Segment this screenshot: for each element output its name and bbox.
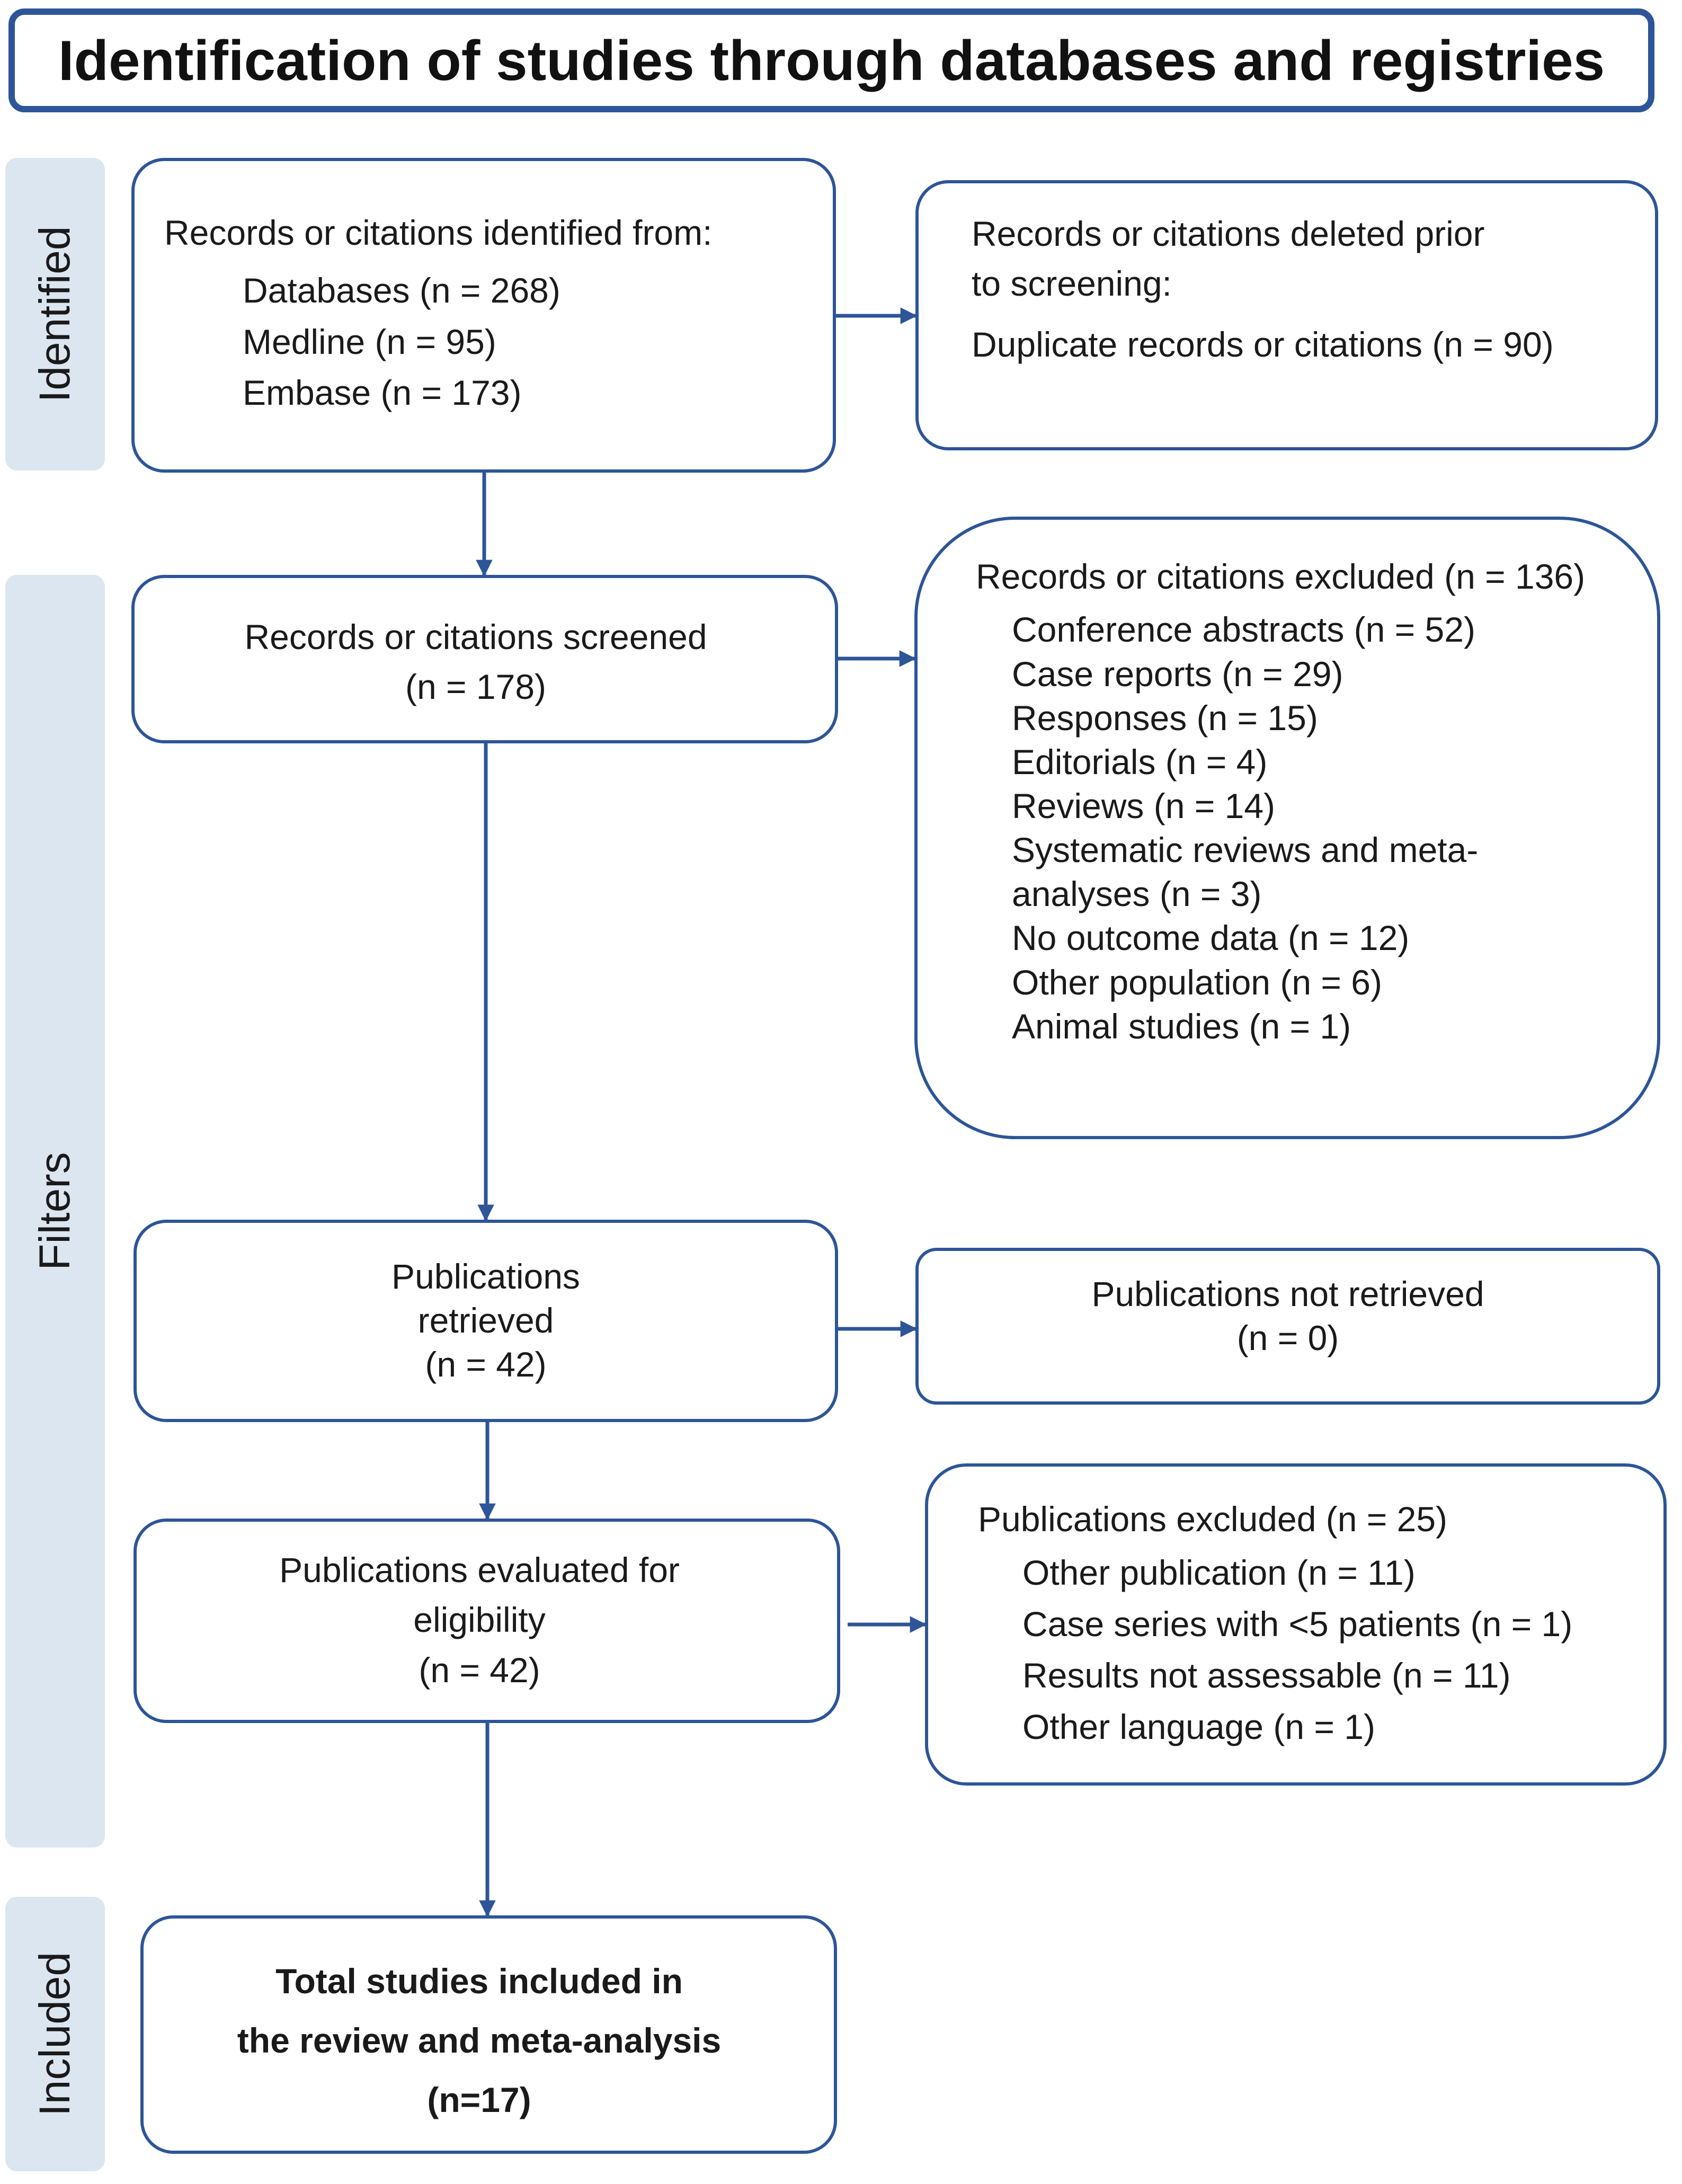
publications-excluded-heading: Publications excluded (n = 25) bbox=[978, 1499, 1448, 1539]
retrieved-line-2: retrieved bbox=[417, 1301, 554, 1340]
excluded-other-population: Other population (n = 6) bbox=[1012, 962, 1382, 1002]
source-medline: Medline (n = 95) bbox=[243, 322, 496, 361]
deleted-prior-line-2: to screening: bbox=[972, 264, 1172, 304]
evaluated-line-1: Publications evaluated for bbox=[279, 1550, 680, 1590]
pub-excluded-case-series: Case series with <5 patients (n = 1) bbox=[1022, 1604, 1573, 1644]
excluded-case-reports: Case reports (n = 29) bbox=[1012, 654, 1343, 694]
pub-excluded-not-assessable: Results not assessable (n = 11) bbox=[1022, 1656, 1511, 1695]
excluded-systematic-reviews-2: analyses (n = 3) bbox=[1012, 874, 1262, 914]
excluded-systematic-reviews-1: Systematic reviews and meta- bbox=[1012, 830, 1479, 870]
evaluated-box: Publications evaluated for eligibility (… bbox=[134, 1519, 840, 1723]
excluded-editorials: Editorials (n = 4) bbox=[1012, 742, 1268, 782]
excluded-no-outcome-data: No outcome data (n = 12) bbox=[1012, 918, 1410, 958]
publications-excluded-box: Publications excluded (n = 25) Other pub… bbox=[925, 1463, 1667, 1786]
phase-filters: Filters bbox=[5, 575, 105, 1848]
pub-excluded-other-language: Other language (n = 1) bbox=[1022, 1707, 1375, 1747]
deleted-prior-detail: Duplicate records or citations (n = 90) bbox=[972, 324, 1554, 364]
diagram-title: Identification of studies through databa… bbox=[8, 8, 1654, 112]
retrieved-count: (n = 42) bbox=[425, 1345, 547, 1384]
records-excluded-box: Records or citations excluded (n = 136) … bbox=[914, 517, 1660, 1139]
not-retrieved-box: Publications not retrieved (n = 0) bbox=[915, 1248, 1660, 1405]
records-identified-box: Records or citations identified from: Da… bbox=[131, 158, 836, 473]
source-databases: Databases (n = 268) bbox=[243, 271, 560, 310]
included-count: (n=17) bbox=[427, 2080, 531, 2120]
screened-count: (n = 178) bbox=[405, 667, 546, 707]
excluded-animal-studies: Animal studies (n = 1) bbox=[1012, 1006, 1351, 1046]
records-identified-heading: Records or citations identified from: bbox=[164, 213, 713, 252]
deleted-prior-line-1: Records or citations deleted prior bbox=[972, 214, 1485, 253]
excluded-conference-abstracts: Conference abstracts (n = 52) bbox=[1012, 610, 1475, 650]
not-retrieved-count: (n = 0) bbox=[1236, 1318, 1339, 1358]
deleted-prior-box: Records or citations deleted prior to sc… bbox=[915, 180, 1658, 450]
evaluated-count: (n = 42) bbox=[419, 1650, 540, 1690]
phase-included: Included bbox=[5, 1897, 105, 2171]
phase-identified: Identified bbox=[5, 158, 105, 470]
screened-line-1: Records or citations screened bbox=[244, 617, 707, 656]
excluded-reviews: Reviews (n = 14) bbox=[1012, 786, 1276, 825]
source-embase: Embase (n = 173) bbox=[243, 373, 522, 413]
pub-excluded-other-publication: Other publication (n = 11) bbox=[1022, 1553, 1416, 1593]
screened-box: Records or citations screened (n = 178) bbox=[131, 575, 838, 743]
retrieved-line-1: Publications bbox=[391, 1257, 580, 1296]
included-box: Total studies included in the review and… bbox=[140, 1915, 837, 2154]
excluded-responses: Responses (n = 15) bbox=[1012, 698, 1318, 738]
retrieved-box: Publications retrieved (n = 42) bbox=[134, 1220, 838, 1422]
included-line-2: the review and meta-analysis bbox=[237, 2021, 722, 2061]
not-retrieved-line-1: Publications not retrieved bbox=[1091, 1274, 1484, 1313]
records-excluded-heading: Records or citations excluded (n = 136) bbox=[976, 557, 1586, 596]
evaluated-line-2: eligibility bbox=[413, 1600, 546, 1640]
included-line-1: Total studies included in bbox=[275, 1961, 683, 2001]
